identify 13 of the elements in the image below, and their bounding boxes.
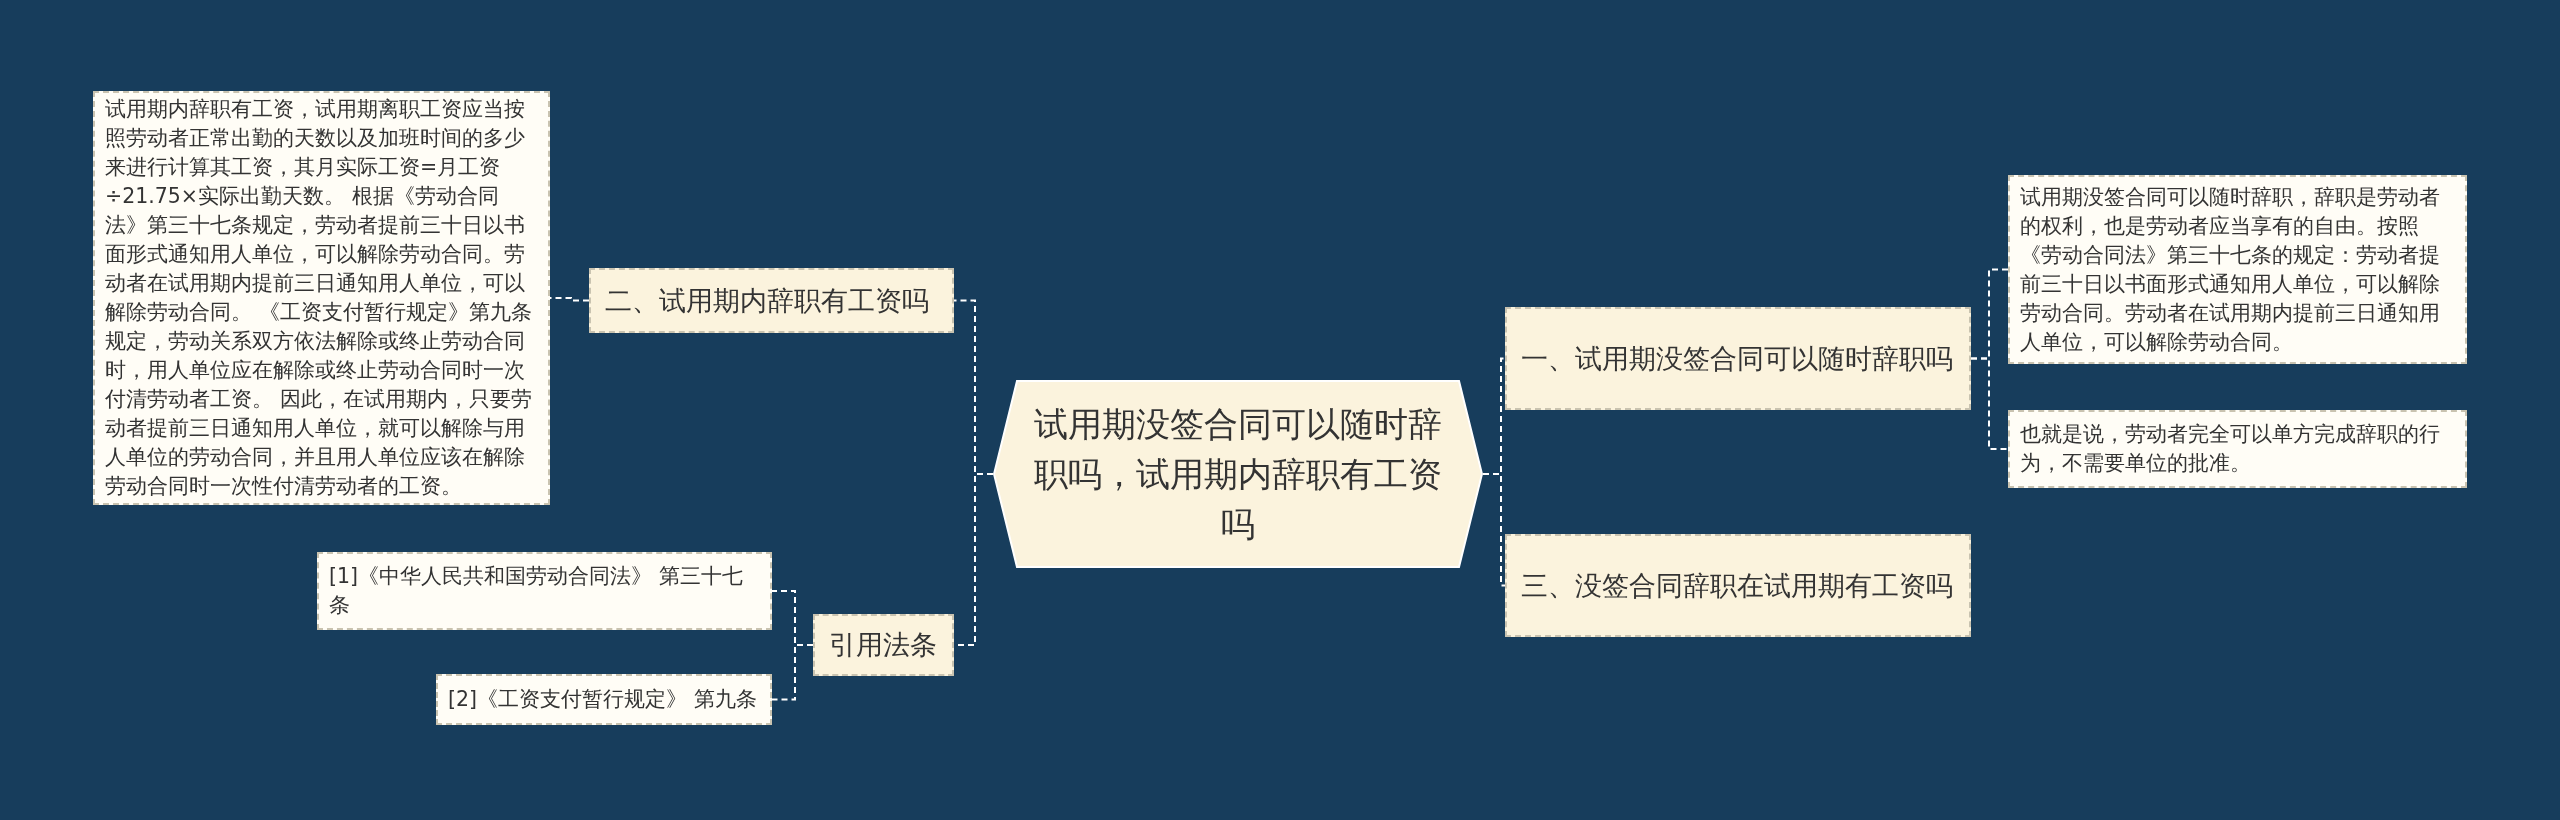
note-box: 试用期没签合同可以随时辞职，辞职是劳动者的权利，也是劳动者应当享有的自由。按照《劳动合同法》第三十七条的规定：劳动者提前三十日以书面形式通知用人单位，可以解除劳动合同。劳动者在试用期内提前三日通知用人单位，可以解除劳动合同。 (2008, 175, 2467, 364)
topic-box: 三、没签合同辞职在试用期有工资吗 (1505, 534, 1971, 637)
connector-line (771, 644, 814, 701)
topic-box: 二、试用期内辞职有工资吗 (589, 268, 954, 333)
topic-box: 一、试用期没签合同可以随时辞职吗 (1505, 307, 1971, 410)
connector-line (1482, 473, 1506, 587)
central-topic: 试用期没签合同可以随时辞职吗，试用期内辞职有工资吗 (993, 379, 1483, 569)
reference-box: [1]《中华人民共和国劳动合同法》 第三十七条 (317, 552, 772, 630)
note-box: 也就是说，劳动者完全可以单方完成辞职的行为，不需要单位的批准。 (2008, 410, 2467, 488)
reference-box: [2]《工资支付暂行规定》 第九条 (436, 674, 772, 725)
connector-line (1970, 357, 2009, 450)
topic-box: 引用法条 (813, 614, 954, 676)
note-box: 试用期内辞职有工资，试用期离职工资应当按照劳动者正常出勤的天数以及加班时间的多少来进行计算其工资，其月实际工资=月工资÷21.75×实际出勤天数。 根据《劳动合同法》第三十七条规定，劳动者提前三十日以书面形式通知用人单位，可以解除劳动合同。劳动者在试用期内提前三日通知用人单位，可以解除劳动合同。 《工资支付暂行规定》第九条规定，劳动关系双方依法解除或终止劳动合同时，用人单位应在解除或终止劳动合同时一次付清劳动者工资。 因此，在试用期内，只要劳动者提前三日通知用人单位，就可以解除与用人单位的劳动合同，并且用人单位应该在解除劳动合同时一次性付清劳动者的工资。 (93, 91, 550, 505)
